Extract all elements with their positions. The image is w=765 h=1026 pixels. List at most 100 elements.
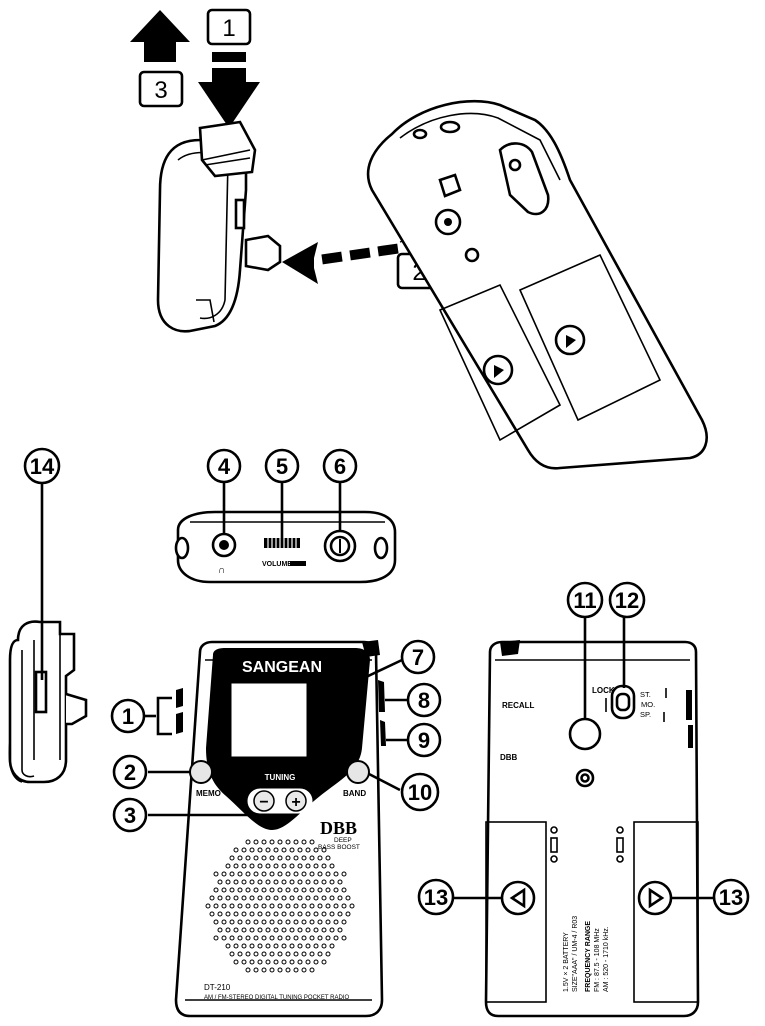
battery-line-1: 1.5V × 2 BATTERY — [563, 932, 570, 992]
speaker-hole — [333, 919, 339, 925]
spec-text: 1.5V × 2 BATTERY SIZE"AAA" / UM-4 / R03 … — [563, 916, 610, 992]
speaker-hole — [289, 847, 295, 853]
speaker-hole — [301, 855, 307, 861]
speaker-hole — [325, 919, 331, 925]
speaker-hole — [265, 927, 271, 933]
callout-6-label: 6 — [334, 454, 346, 479]
speaker-hole — [245, 919, 251, 925]
dbb-back-label: DBB — [500, 753, 518, 762]
speaker-hole — [321, 863, 327, 869]
speaker-hole — [257, 959, 263, 965]
volume-wheel — [264, 538, 300, 548]
speaker-hole — [233, 847, 239, 853]
speaker-hole — [277, 871, 283, 877]
speaker-hole — [245, 887, 251, 893]
battery-door-right — [633, 821, 699, 1003]
speaker-hole — [253, 967, 259, 973]
speaker-hole — [309, 871, 315, 877]
callout-13-right-label: 13 — [719, 885, 743, 910]
speaker-hole — [301, 919, 307, 925]
down-arrow-icon — [198, 52, 260, 128]
speaker-hole — [233, 879, 239, 885]
speaker-hole — [237, 951, 243, 957]
speaker-hole — [229, 887, 235, 893]
speaker-hole — [209, 911, 215, 917]
speaker-hole — [269, 967, 275, 973]
speaker-hole — [237, 919, 243, 925]
tuning-rocker: − + — [247, 788, 313, 814]
speaker-hole — [209, 895, 215, 901]
speaker-hole — [317, 951, 323, 957]
speaker-hole — [301, 935, 307, 941]
speaker-hole — [241, 863, 247, 869]
speaker-hole — [233, 895, 239, 901]
band-label: BAND — [343, 789, 366, 798]
speaker-hole — [221, 887, 227, 893]
step-3-label: 3 — [154, 77, 167, 104]
speaker-hole — [261, 839, 267, 845]
speaker-hole — [277, 935, 283, 941]
headphone-symbol: ∩ — [218, 565, 225, 576]
speaker-hole — [293, 919, 299, 925]
speaker-hole — [305, 863, 311, 869]
speaker-hole — [301, 967, 307, 973]
callout-5-label: 5 — [276, 454, 288, 479]
speaker-hole — [261, 903, 267, 909]
speaker-hole — [265, 879, 271, 885]
step-1-label: 1 — [222, 15, 235, 42]
speaker-hole — [325, 871, 331, 877]
speaker-hole — [321, 943, 327, 949]
speaker-grille — [205, 839, 355, 973]
speaker-hole — [309, 903, 315, 909]
speaker-hole — [241, 911, 247, 917]
speaker-hole — [225, 895, 231, 901]
speaker-hole — [289, 943, 295, 949]
speaker-hole — [273, 943, 279, 949]
speaker-hole — [253, 887, 259, 893]
speaker-hole — [249, 943, 255, 949]
speaker-hole — [273, 959, 279, 965]
speaker-hole — [253, 951, 259, 957]
speaker-hole — [293, 887, 299, 893]
speaker-hole — [325, 855, 331, 861]
callout-13-left: 13 — [417, 878, 455, 916]
speaker-hole — [317, 871, 323, 877]
speaker-hole — [281, 847, 287, 853]
dbb-bass-boost: BASS BOOST — [318, 844, 360, 851]
callout-3: 3 — [112, 797, 148, 833]
speaker-hole — [277, 903, 283, 909]
callout-4: 4 — [206, 448, 242, 484]
speaker-hole — [313, 959, 319, 965]
step-1-box: 1 — [206, 8, 252, 46]
callout-14-label: 14 — [30, 454, 55, 479]
speaker-hole — [305, 927, 311, 933]
dbb-deep: DEEP — [334, 837, 352, 844]
speaker-hole — [253, 935, 259, 941]
callout-10-label: 10 — [408, 780, 432, 805]
speaker-hole — [305, 911, 311, 917]
speaker-hole — [317, 919, 323, 925]
speaker-hole — [205, 903, 211, 909]
speaker-hole — [305, 943, 311, 949]
speaker-hole — [237, 871, 243, 877]
speaker-hole — [317, 855, 323, 861]
speaker-hole — [289, 863, 295, 869]
speaker-hole — [297, 959, 303, 965]
speaker-hole — [297, 943, 303, 949]
speaker-hole — [313, 911, 319, 917]
speaker-hole — [249, 879, 255, 885]
callout-7-label: 7 — [412, 645, 424, 670]
speaker-hole — [237, 903, 243, 909]
speaker-hole — [229, 855, 235, 861]
callout-12: 12 — [608, 581, 646, 619]
callout-6: 6 — [322, 448, 358, 484]
speaker-hole — [245, 871, 251, 877]
speaker-hole — [229, 871, 235, 877]
speaker-hole — [277, 887, 283, 893]
speaker-hole — [297, 911, 303, 917]
speaker-hole — [245, 935, 251, 941]
speaker-hole — [233, 943, 239, 949]
tuning-minus-glyph: − — [259, 794, 268, 811]
speaker-hole — [325, 903, 331, 909]
